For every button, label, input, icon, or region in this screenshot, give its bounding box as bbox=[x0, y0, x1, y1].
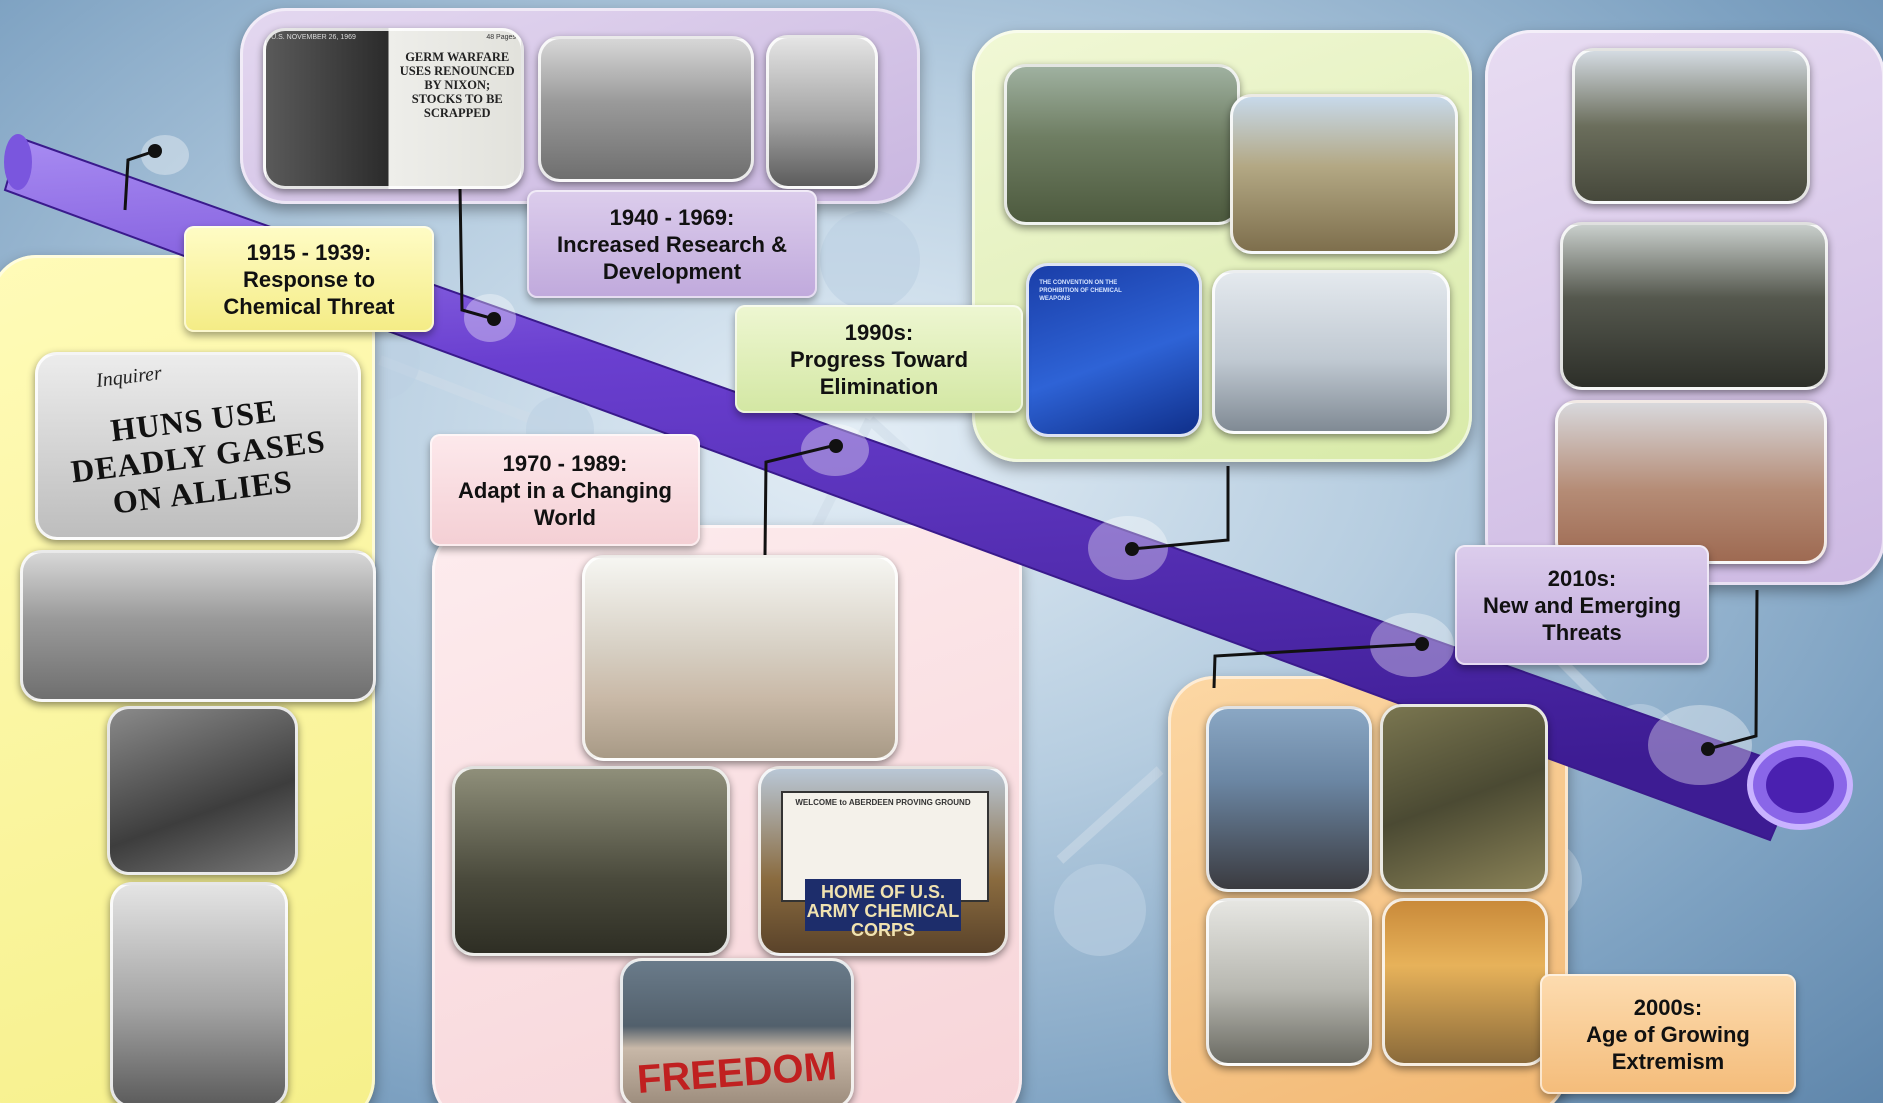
photo-twin-towers bbox=[1206, 706, 1372, 892]
photo-aberdeen-sign: WELCOME to ABERDEEN PROVING GROUND HOME … bbox=[758, 766, 1008, 956]
convention-cover-text: THE CONVENTION ON THE PROHIBITION OF CHE… bbox=[1039, 280, 1122, 303]
era-label-line: Increased Research & bbox=[557, 231, 787, 257]
era-label-line: Adapt in a Changing bbox=[458, 477, 672, 503]
photo-soldier-gas-mask bbox=[1230, 94, 1458, 254]
connector-1990 bbox=[1131, 466, 1230, 551]
era-label-1940: 1940 - 1969: Increased Research & Develo… bbox=[527, 190, 817, 298]
photo-horseman bbox=[110, 882, 288, 1103]
photo-clinton-convention: THE CONVENTION ON THE PROHIBITION OF CHE… bbox=[1026, 263, 1202, 437]
era-label-line: Development bbox=[602, 258, 742, 284]
photo-soldiers-field bbox=[20, 550, 376, 702]
photo-drum-handling bbox=[452, 766, 730, 956]
photo-soldiers-trench bbox=[107, 706, 298, 875]
era-label-line: 2010s: bbox=[1547, 565, 1617, 591]
photo-worker-field bbox=[538, 36, 754, 182]
photo-gas-mask-soldier bbox=[1560, 222, 1828, 390]
photo-blistered-arm bbox=[1555, 400, 1827, 564]
photo-gas-mask-dog bbox=[766, 35, 878, 189]
photo-troops-gear bbox=[1572, 48, 1810, 204]
era-label-line: Threats bbox=[1542, 619, 1622, 645]
era-label-line: 1915 - 1939: bbox=[246, 239, 372, 265]
newspaper-headline: HUNS USE DEADLY GASES ON ALLIES bbox=[68, 392, 328, 521]
connector-2000 bbox=[1212, 642, 1421, 689]
era-label-2000: 2000s: Age of Growing Extremism bbox=[1540, 974, 1796, 1094]
photo-vietnam-gate bbox=[582, 555, 898, 761]
connector-1970 bbox=[763, 444, 833, 556]
nixon-headline: GERM WARFARE USES RENOUNCED BY NIXON; ST… bbox=[399, 49, 515, 120]
sign-bottom-text: HOME OF U.S. ARMY CHEMICAL CORPS bbox=[806, 882, 960, 941]
photo-nixon-newspaper: U.S. NOVEMBER 26, 1969 48 Pages GERM WAR… bbox=[263, 28, 524, 189]
era-label-1915: 1915 - 1939: Response to Chemical Threat bbox=[184, 226, 434, 332]
newspaper-masthead: Inquirer bbox=[94, 361, 163, 392]
era-label-line: 1940 - 1969: bbox=[609, 204, 735, 230]
era-label-line: Extremism bbox=[1611, 1048, 1725, 1074]
photo-explosion bbox=[1382, 898, 1548, 1066]
connector-1915 bbox=[123, 149, 156, 211]
photo-smoke-casualty bbox=[1206, 898, 1372, 1066]
era-label-line: Age of Growing bbox=[1586, 1021, 1750, 1047]
era-label-line: Chemical Threat bbox=[223, 293, 395, 319]
wall-graffiti: FREEDOM bbox=[635, 1043, 838, 1102]
sign-top-text: WELCOME to ABERDEEN PROVING GROUND bbox=[795, 798, 971, 808]
era-label-line: 1970 - 1989: bbox=[502, 450, 628, 476]
era-label-line: Response to bbox=[242, 266, 376, 292]
connector-2010 bbox=[1707, 589, 1759, 751]
era-label-1970: 1970 - 1989: Adapt in a Changing World bbox=[430, 434, 700, 546]
connector-1940 bbox=[458, 187, 495, 321]
nixon-date: U.S. NOVEMBER 26, 1969 bbox=[271, 34, 356, 42]
photo-newspaper-headline: Inquirer HUNS USE DEADLY GASES ON ALLIES bbox=[35, 352, 361, 540]
photo-lab-workers bbox=[1212, 270, 1450, 434]
photo-berlin-wall: FREEDOM bbox=[620, 958, 854, 1103]
photo-saddam-troops bbox=[1004, 64, 1240, 225]
nixon-pages: 48 Pages bbox=[486, 34, 516, 42]
era-label-line: 2000s: bbox=[1633, 994, 1703, 1020]
era-label-1990: 1990s: Progress Toward Elimination bbox=[735, 305, 1023, 413]
era-label-line: New and Emerging bbox=[1482, 592, 1682, 618]
era-label-line: 1990s: bbox=[844, 319, 914, 345]
era-label-2010: 2010s: New and Emerging Threats bbox=[1455, 545, 1709, 665]
photo-soldier-detector bbox=[1380, 704, 1548, 892]
sign-plaque bbox=[804, 879, 962, 931]
era-label-line: World bbox=[534, 504, 596, 530]
era-label-line: Progress Toward bbox=[789, 346, 969, 372]
era-label-line: Elimination bbox=[819, 373, 939, 399]
